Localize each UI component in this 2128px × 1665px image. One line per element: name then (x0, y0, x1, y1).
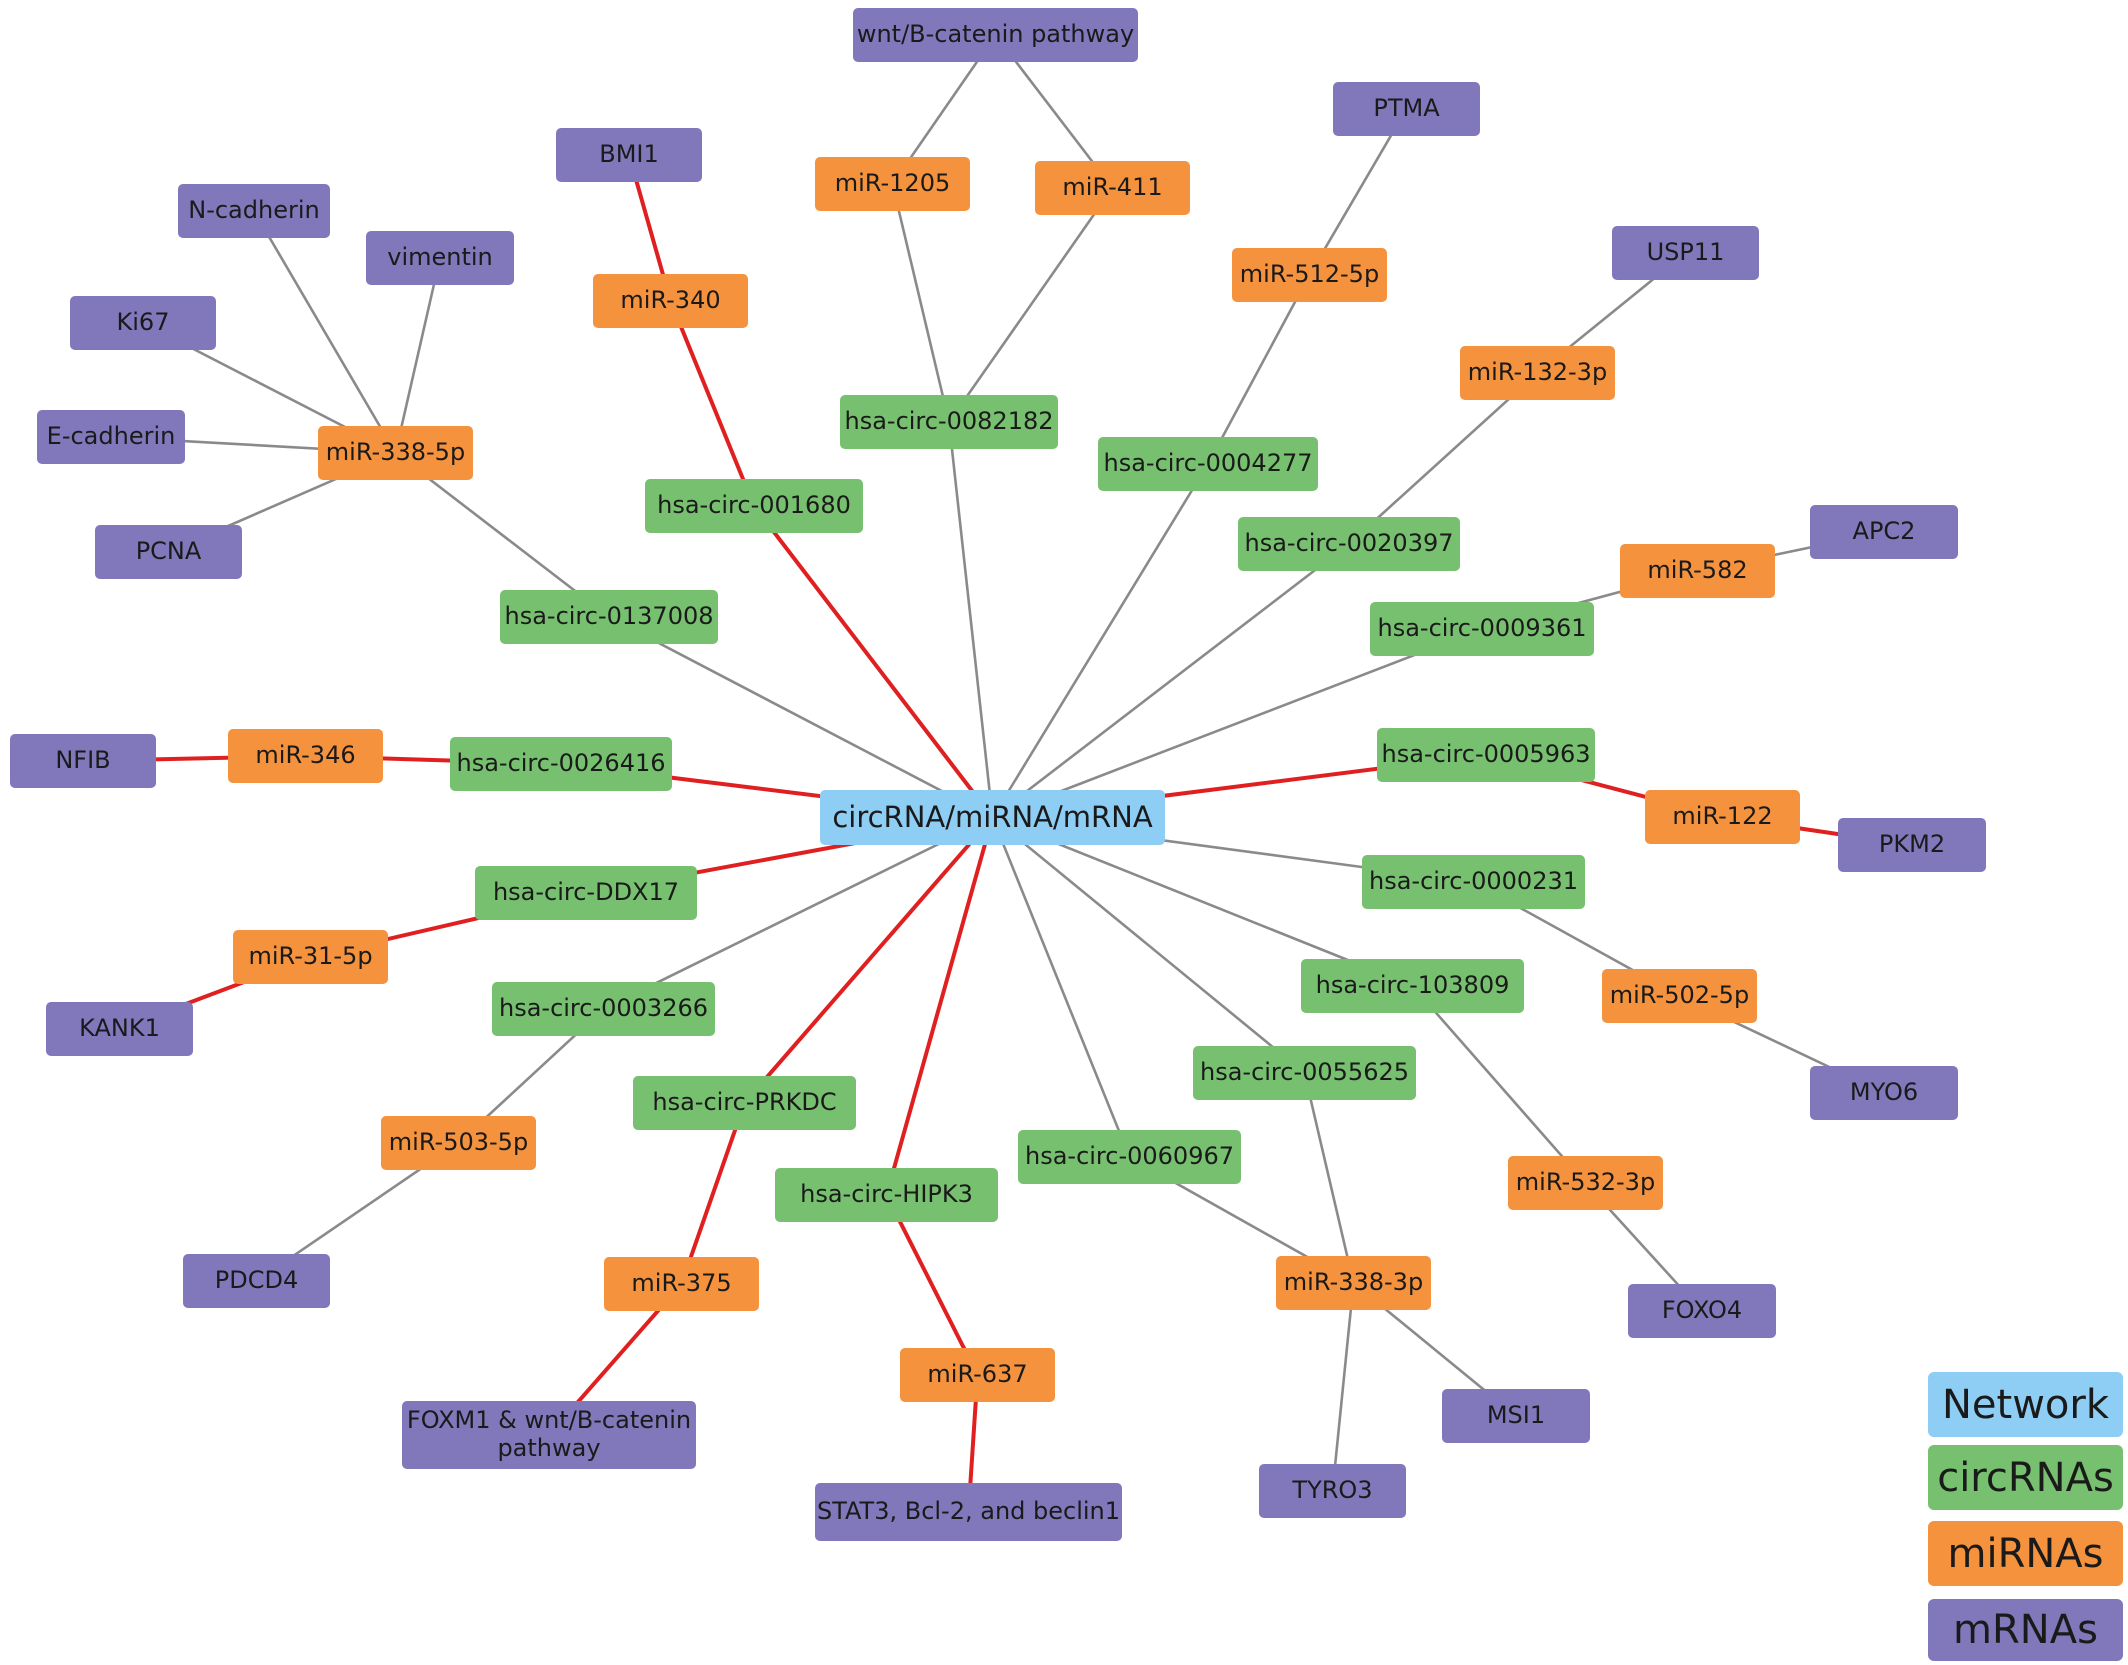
node-mrna-foxm1: FOXM1 & wnt/B-catenin pathway (402, 1401, 696, 1469)
edge-c0055625-m338_3p (1303, 1072, 1355, 1284)
node-mrna-pkm2: PKM2 (1838, 818, 1986, 872)
node-mirna-m340: miR-340 (593, 274, 748, 328)
node-mirna-m31: miR-31-5p (233, 930, 388, 984)
node-circrna-c0003266: hsa-circ-0003266 (492, 982, 715, 1036)
node-mrna-bmi1: BMI1 (556, 128, 702, 182)
edge-center-c0060967 (991, 817, 1131, 1158)
edge-c0082182-m1205 (891, 183, 951, 423)
node-mrna-myo6: MYO6 (1810, 1066, 1958, 1120)
node-mrna-ki67: Ki67 (70, 296, 216, 350)
node-circrna-c0082182: hsa-circ-0082182 (840, 395, 1058, 449)
node-circrna-cddx17: hsa-circ-DDX17 (475, 866, 697, 920)
node-mirna-m346: miR-346 (228, 729, 383, 783)
edge-center-c0009361 (992, 627, 1483, 819)
node-mirna-m502: miR-502-5p (1602, 969, 1757, 1023)
node-mrna-wnt: wnt/B-catenin pathway (853, 8, 1138, 62)
edge-m338_3p-TYRO3 (1331, 1282, 1355, 1492)
legend-item-mrna: mRNAs (1928, 1599, 2123, 1661)
node-mrna-nfib: NFIB (10, 734, 156, 788)
node-mrna-ptma: PTMA (1333, 82, 1480, 136)
node-mrna-apc2: APC2 (1810, 505, 1958, 559)
node-mrna-msi1: MSI1 (1442, 1389, 1590, 1443)
edge-center-c0003266 (602, 816, 994, 1011)
node-mrna-ecad: E-cadherin (37, 410, 185, 464)
edge-center-c001680 (752, 504, 995, 819)
edge-center-cHIPK3 (884, 816, 995, 1196)
edge-center-c0082182 (947, 421, 994, 818)
edge-c103809-m532 (1411, 985, 1587, 1184)
node-mrna-usp11: USP11 (1612, 226, 1759, 280)
node-mirna-m122: miR-122 (1645, 790, 1800, 844)
edge-center-c0137008 (608, 615, 994, 819)
node-circrna-c0060967: hsa-circ-0060967 (1018, 1130, 1241, 1184)
edge-m338_5p-vim (394, 257, 442, 454)
node-mrna-pcna: PCNA (95, 525, 242, 579)
edge-cPRKDC-m375 (679, 1102, 747, 1285)
node-mirna-m375: miR-375 (604, 1257, 759, 1311)
edge-center-c103809 (992, 816, 1413, 988)
node-circrna-c001680: hsa-circ-001680 (645, 479, 863, 533)
node-mirna-m503: miR-503-5p (381, 1116, 536, 1170)
node-mrna-ncad: N-cadherin (178, 184, 330, 238)
edge-m512-PTMA (1308, 108, 1408, 276)
node-circrna-c0000231: hsa-circ-0000231 (1362, 855, 1585, 909)
node-circrna-c0020397: hsa-circ-0020397 (1238, 517, 1460, 571)
node-mrna-pdcd4: PDCD4 (183, 1254, 330, 1308)
node-mirna-m532: miR-532-3p (1508, 1156, 1663, 1210)
edge-center-cPRKDC (742, 816, 995, 1105)
node-mrna-foxo4: FOXO4 (1628, 1284, 1776, 1338)
edge-c0020397-m132 (1348, 372, 1539, 545)
node-mirna-m338_3p: miR-338-3p (1276, 1256, 1431, 1310)
edge-c0137008-m338_5p (394, 451, 610, 619)
node-mirna-m582: miR-582 (1620, 544, 1775, 598)
node-circrna-c0004277: hsa-circ-0004277 (1098, 437, 1318, 491)
node-mirna-m512: miR-512-5p (1232, 248, 1387, 302)
node-circrna-c0009361: hsa-circ-0009361 (1370, 602, 1594, 656)
edge-m338_5p-Ncad (252, 210, 397, 454)
edge-c0004277-m512 (1206, 274, 1311, 465)
edge-center-c0055625 (991, 816, 1306, 1075)
node-mrna-vim: vimentin (366, 231, 514, 285)
edge-c001680-m340 (668, 300, 756, 507)
node-circrna-c0005963: hsa-circ-0005963 (1377, 728, 1595, 782)
node-circrna-c103809: hsa-circ-103809 (1301, 959, 1524, 1013)
node-circrna-c0055625: hsa-circ-0055625 (1193, 1046, 1416, 1100)
node-mrna-stat3: STAT3, Bcl-2, and beclin1 (815, 1483, 1122, 1541)
node-mirna-m338_5p: miR-338-5p (318, 426, 473, 480)
node-circrna-cprkdc: hsa-circ-PRKDC (633, 1076, 856, 1130)
node-network-center: circRNA/miRNA/mRNA (820, 790, 1165, 845)
edge-c0082182-m411 (947, 187, 1114, 423)
node-circrna-c0137008: hsa-circ-0137008 (500, 590, 718, 644)
node-mirna-m411: miR-411 (1035, 161, 1190, 215)
node-circrna-c0026416: hsa-circ-0026416 (450, 737, 672, 791)
node-mrna-kank1: KANK1 (46, 1002, 193, 1056)
edge-center-c0020397 (991, 542, 1350, 819)
node-mrna-tyro3: TYRO3 (1259, 1464, 1406, 1518)
node-circrna-chipk3: hsa-circ-HIPK3 (775, 1168, 998, 1222)
edge-center-c0004277 (991, 463, 1210, 819)
legend-item-circrna: circRNAs (1928, 1445, 2123, 1510)
edge-cHIPK3-m637 (884, 1194, 980, 1376)
legend-item-network: Network (1928, 1372, 2123, 1437)
node-mirna-m637: miR-637 (900, 1348, 1055, 1402)
node-mirna-m132: miR-132-3p (1460, 346, 1615, 400)
node-mirna-m1205: miR-1205 (815, 157, 970, 211)
legend-item-mirna: miRNAs (1928, 1521, 2123, 1586)
